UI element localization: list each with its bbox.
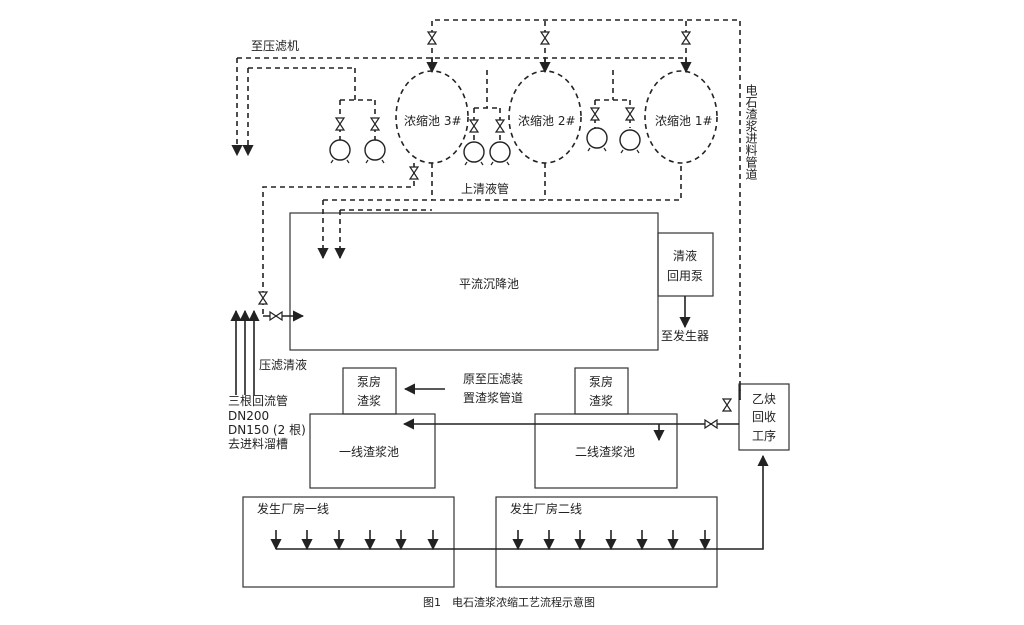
slurry-pool-1 bbox=[309, 413, 436, 489]
pump-icon[interactable] bbox=[586, 127, 608, 152]
pump-room-2-label-b: 渣浆 bbox=[589, 393, 613, 408]
pump-room-1-label-a: 泵房 bbox=[357, 374, 381, 389]
acetylene-label-2: 回收 bbox=[752, 410, 776, 424]
valve-icon[interactable] bbox=[370, 117, 380, 131]
acetylene-label-1: 乙炔 bbox=[752, 392, 776, 406]
pump-room-1-label-b: 渣浆 bbox=[357, 393, 381, 408]
valve-icon[interactable] bbox=[335, 117, 345, 131]
valve-icon[interactable] bbox=[269, 311, 283, 321]
pump-icon[interactable] bbox=[463, 141, 485, 166]
plant-line-1-label: 发生厂房一线 bbox=[257, 501, 329, 516]
valve-icon[interactable] bbox=[469, 119, 479, 133]
valve-icon[interactable] bbox=[681, 31, 691, 45]
acetylene-label-3: 工序 bbox=[752, 428, 776, 443]
valve-icon[interactable] bbox=[625, 107, 635, 121]
pump-icon[interactable] bbox=[364, 139, 386, 164]
filtrate-label: 压滤清液 bbox=[259, 357, 307, 372]
original-line-label-2: 置渣浆管道 bbox=[463, 390, 523, 405]
return-label-2: DN200 bbox=[228, 409, 269, 423]
pump-room-2-label-a: 泵房 bbox=[589, 374, 613, 389]
clear-pump-label-2: 回用泵 bbox=[667, 269, 703, 283]
return-label-3: DN150 (2 根) bbox=[228, 423, 306, 437]
tank-3-label: 浓缩池 3# bbox=[404, 113, 462, 128]
slurry-pool-2-label: 二线渣浆池 bbox=[575, 444, 635, 459]
pump-icon[interactable] bbox=[619, 129, 641, 154]
plant-line-2-label: 发生厂房二线 bbox=[510, 501, 582, 516]
original-line-label-1: 原至压滤装 bbox=[463, 372, 523, 386]
valve-icon[interactable] bbox=[722, 398, 732, 412]
sedimentation-label: 平流沉降池 bbox=[459, 277, 519, 291]
to-generator-label: 至发生器 bbox=[661, 328, 709, 343]
tank-1-label: 浓缩池 1# bbox=[655, 113, 713, 128]
pump-icon[interactable] bbox=[489, 141, 511, 166]
clear-liquid-pump-box bbox=[657, 232, 714, 297]
pump-icon[interactable] bbox=[329, 139, 351, 164]
clear-pump-label-1: 清液 bbox=[673, 248, 697, 263]
return-label-1: 三根回流管 bbox=[228, 393, 288, 408]
valve-icon[interactable] bbox=[495, 119, 505, 133]
feed-pipe-label: 电石渣浆进料管道 bbox=[744, 84, 758, 180]
underflow-pumps bbox=[339, 68, 631, 140]
plant-header bbox=[270, 454, 769, 551]
valve-icon[interactable] bbox=[704, 419, 718, 429]
plant-line-2-box bbox=[495, 496, 718, 588]
valve-icon[interactable] bbox=[540, 31, 550, 45]
acetylene-recovery-box bbox=[738, 383, 790, 451]
plant-line-1-box bbox=[242, 496, 455, 588]
return-pipes bbox=[230, 309, 305, 395]
upper-clear-pipe-label: 上清液管 bbox=[461, 181, 509, 196]
slurry-pool-1-label: 一线渣浆池 bbox=[339, 444, 399, 459]
valve-icon[interactable] bbox=[427, 31, 437, 45]
slurry-pool-2 bbox=[534, 413, 678, 489]
feed-header bbox=[426, 19, 741, 400]
tank-2-label: 浓缩池 2# bbox=[518, 113, 576, 128]
valve-icon[interactable] bbox=[590, 107, 600, 121]
return-label-4: 去进料溜槽 bbox=[228, 436, 288, 451]
figure-caption: 图1 电石渣浆浓缩工艺流程示意图 bbox=[423, 595, 595, 609]
valve-icon[interactable] bbox=[409, 166, 419, 180]
to-filter-press-label: 至压滤机 bbox=[251, 39, 299, 53]
filter-press-line bbox=[231, 57, 686, 157]
slurry-return-line bbox=[402, 384, 741, 442]
valve-icon[interactable] bbox=[258, 291, 268, 305]
